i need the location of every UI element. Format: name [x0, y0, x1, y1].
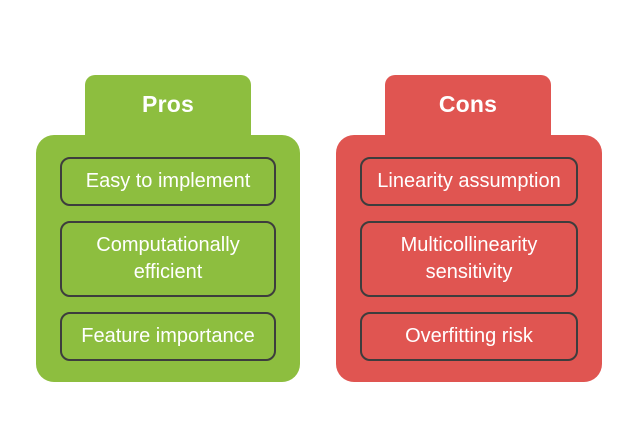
pros-column: Pros Easy to implement Computationally e… — [36, 75, 300, 382]
pros-panel: Easy to implement Computationally effici… — [36, 135, 300, 382]
cons-column: Cons Linearity assumption Multicollinear… — [336, 75, 602, 382]
cons-item-2-label: Multicollinearity sensitivity — [400, 234, 538, 283]
cons-item-2: Multicollinearity sensitivity — [360, 221, 578, 297]
cons-item-1: Linearity assumption — [360, 157, 578, 206]
pros-item-2: Computationally efficient — [60, 221, 276, 297]
pros-header-tab: Pros — [85, 75, 251, 145]
cons-panel: Linearity assumption Multicollinearity s… — [336, 135, 602, 382]
pros-item-1-label: Easy to implement — [85, 170, 251, 192]
pros-item-2-label: Computationally efficient — [96, 234, 240, 283]
cons-item-3-label: Overfitting risk — [405, 325, 533, 347]
pros-item-1: Easy to implement — [60, 157, 276, 206]
cons-header-tab: Cons — [385, 75, 551, 145]
cons-item-1-label: Linearity assumption — [377, 170, 561, 192]
pros-header-label: Pros — [142, 90, 194, 117]
cons-item-3: Overfitting risk — [360, 312, 578, 361]
pros-item-3-label: Feature importance — [81, 325, 255, 347]
cons-header-label: Cons — [438, 90, 498, 117]
pros-item-3: Feature importance — [60, 312, 276, 361]
